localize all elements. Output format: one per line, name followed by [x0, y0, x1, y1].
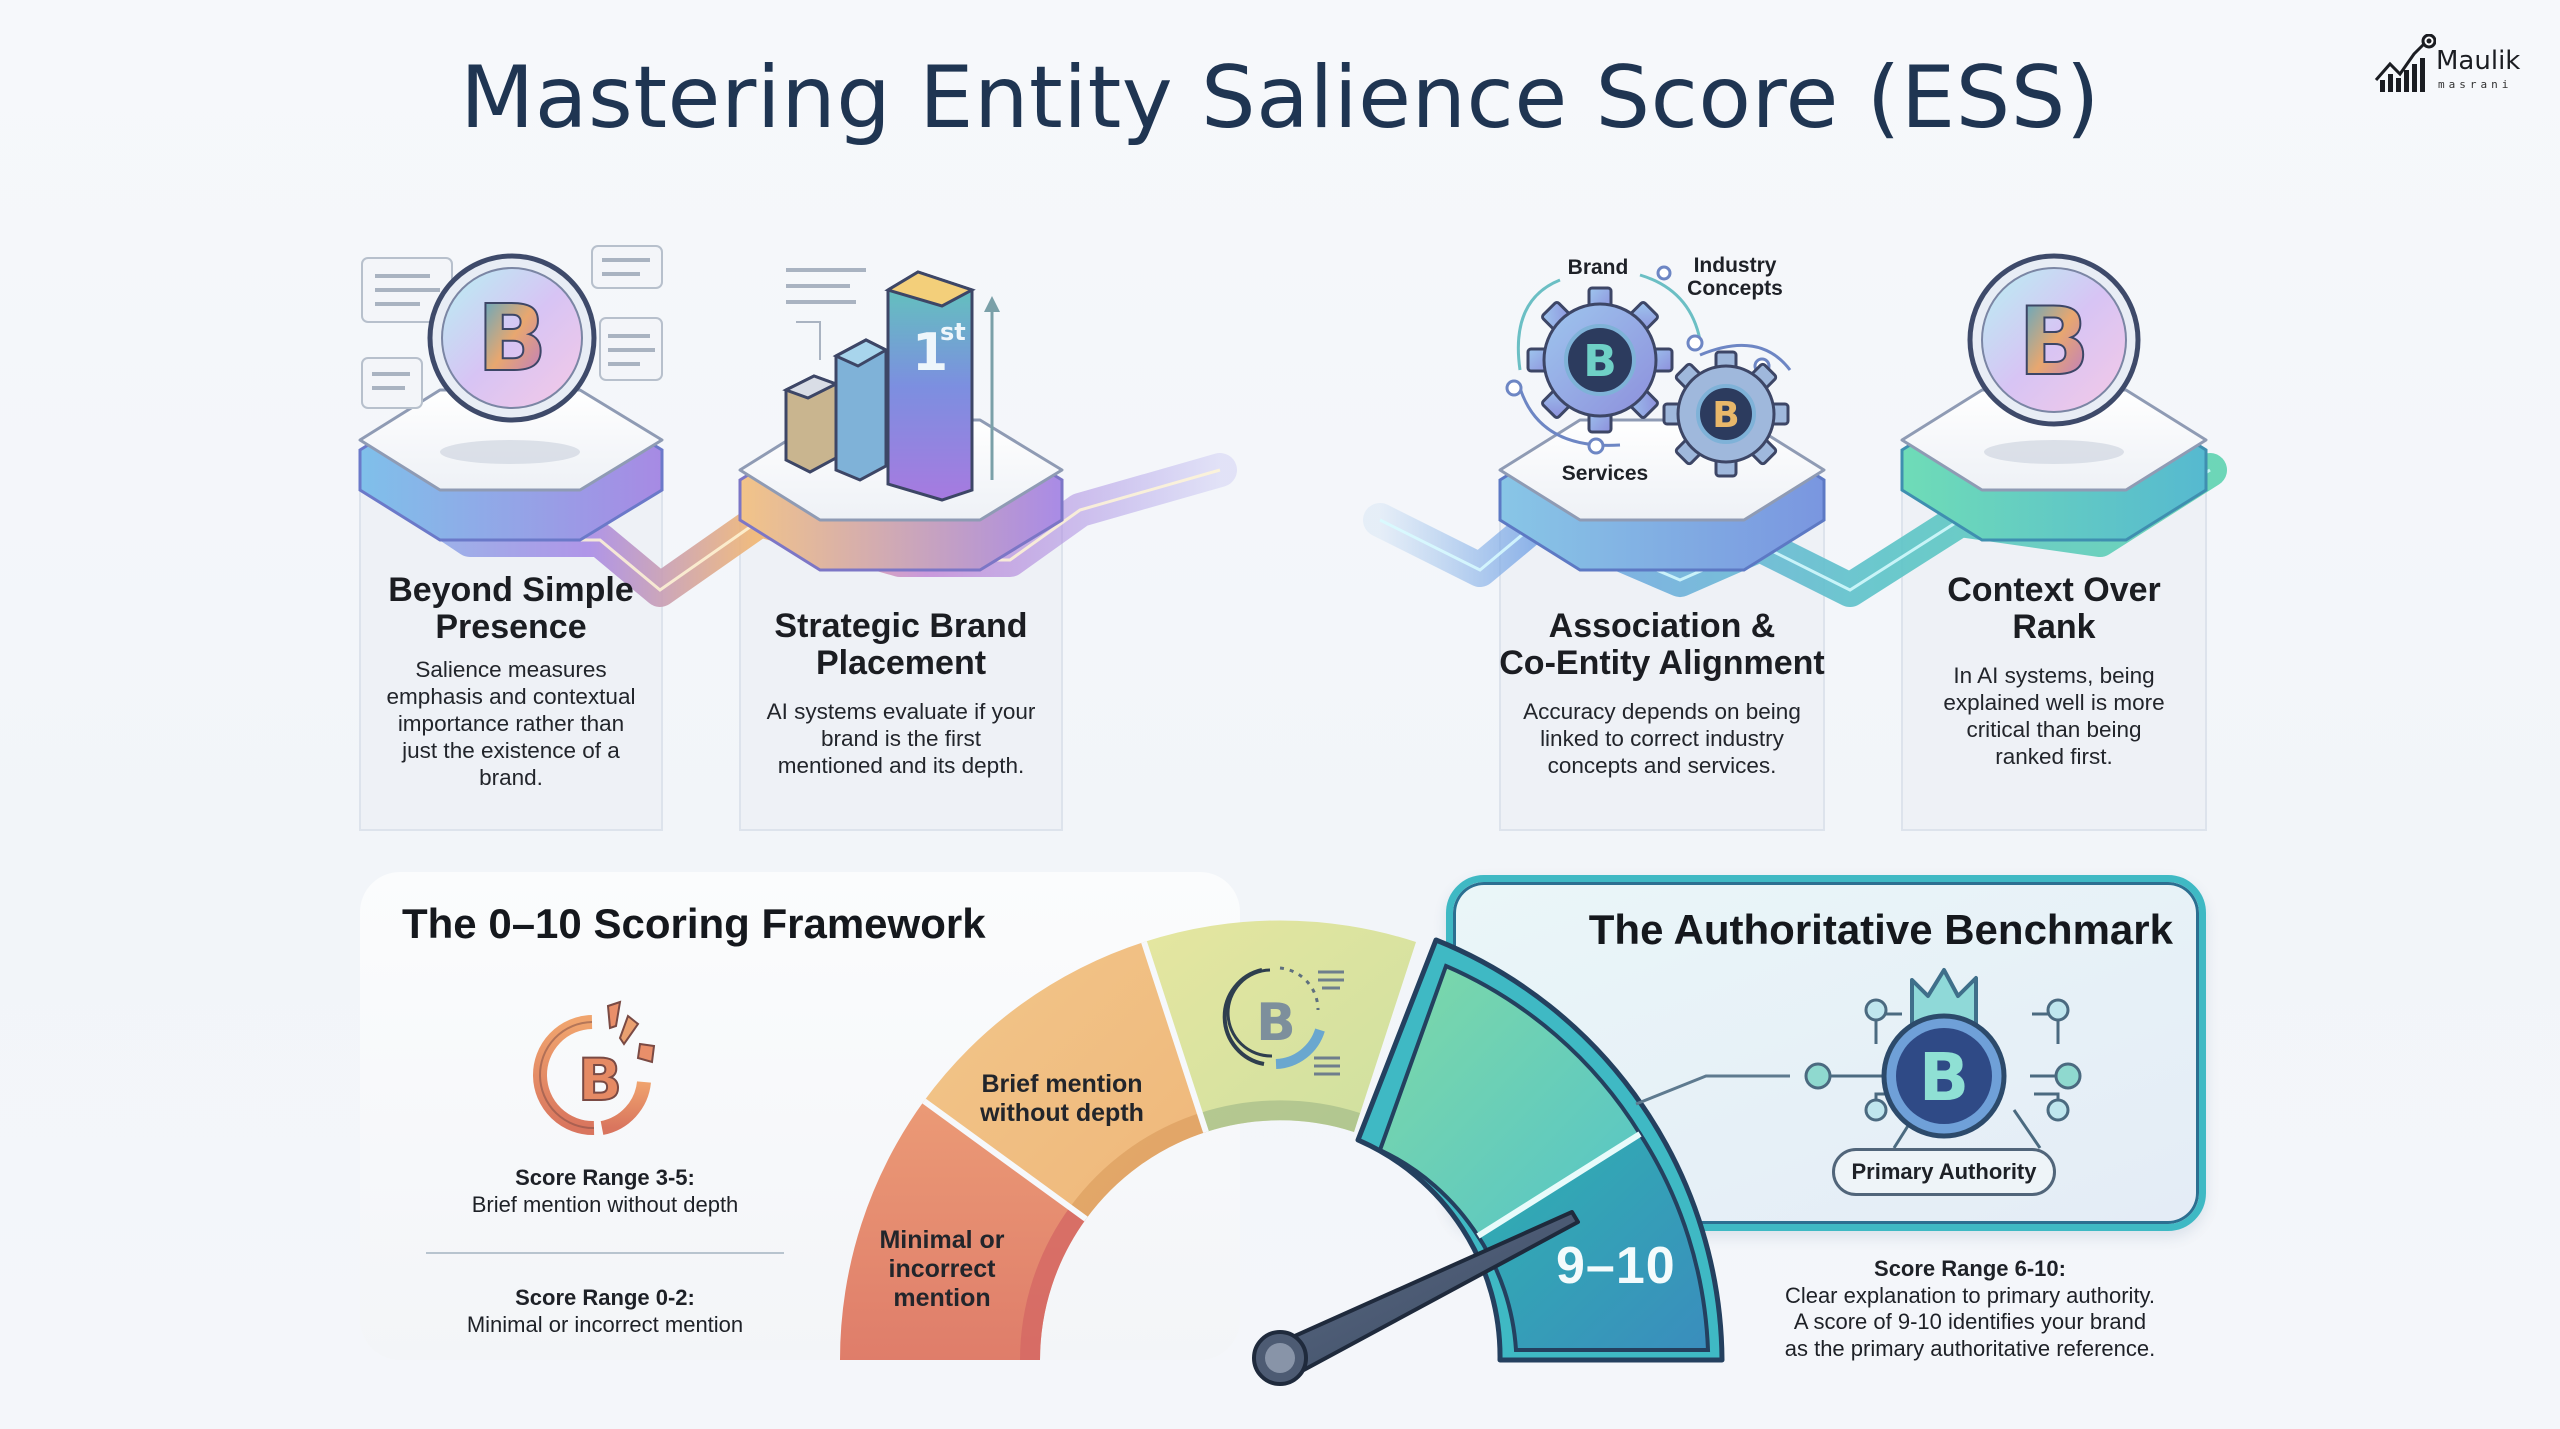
gauge-label-0-2-line1: Minimal or: [879, 1226, 1005, 1254]
pillar-4-body-line: In AI systems, being: [1953, 663, 2155, 688]
pillar-3-body-line: Accuracy depends on being: [1523, 699, 1801, 724]
svg-text:st: st: [940, 318, 966, 346]
brand-coin-icon: B: [361, 245, 663, 423]
svg-text:B: B: [1256, 993, 1296, 1053]
range-divider: [426, 1252, 784, 1254]
gauge-label-3-5-line1: Brief mention: [981, 1070, 1143, 1098]
pillar-1-body-line: just the existence of a: [402, 738, 620, 763]
gear-label-services: Services: [1561, 462, 1649, 485]
range-3-5-desc: Brief mention without depth: [471, 1192, 739, 1217]
pillar-3-heading-line1: Association &: [1548, 607, 1776, 645]
svg-text:B: B: [2018, 288, 2090, 397]
pillar-4-body: In AI systems, being explained well is m…: [1902, 662, 2206, 770]
authoritative-benchmark-card: The Authoritative Benchmark: [1446, 875, 2206, 1231]
benchmark-desc-line: Clear explanation to primary authority.: [1784, 1282, 2156, 1308]
gauge-label-3-5: Brief mention without depth: [952, 1070, 1172, 1128]
range-0-2: Score Range 0-2: Minimal or incorrect me…: [405, 1284, 805, 1338]
pillar-2-body-line: mentioned and its depth.: [777, 753, 1025, 778]
pillar-1-body-line: Salience measures: [415, 657, 607, 682]
pillar-3-body-line: linked to correct industry: [1540, 726, 1784, 751]
growth-chart-icon: [2374, 34, 2436, 92]
range-3-5-label: Score Range 3-5:: [515, 1165, 695, 1190]
gear-label-brand: Brand: [1567, 256, 1629, 279]
pillar-1-heading-line2: Presence: [435, 608, 587, 646]
primary-authority-badge: Primary Authority: [1832, 1148, 2056, 1196]
pillar-4-body-line: ranked first.: [1995, 744, 2113, 769]
pillar-4-body-line: explained well is more: [1943, 690, 2165, 715]
gear-label-industry: Industry Concepts: [1660, 254, 1810, 300]
gauge-label-0-2: Minimal or incorrect mention: [862, 1226, 1022, 1313]
pillar-1-body-line: brand.: [479, 765, 543, 790]
logo-name: Maulik: [2436, 46, 2521, 76]
benchmark-desc-line: as the primary authoritative reference.: [1784, 1335, 2156, 1361]
benchmark-title: The Authoritative Benchmark: [1588, 906, 2173, 953]
pillar-1-body-line: importance rather than: [397, 711, 625, 736]
pillar-4-heading: Context Over Rank: [1902, 572, 2206, 646]
benchmark-desc-line: A score of 9-10 identifies your brand: [1793, 1309, 2147, 1334]
pillar-3-body-line: concepts and services.: [1547, 753, 1777, 778]
partial-brand-icon: B: [1222, 966, 1344, 1076]
benchmark-description: Score Range 6-10: Clear explanation to p…: [1740, 1256, 2200, 1362]
gear-label-industry-line2: Concepts: [1687, 277, 1783, 300]
pillar-4-heading-line2: Rank: [2012, 608, 2096, 646]
pillar-2-body-line: AI systems evaluate if your: [766, 699, 1036, 724]
pillar-4-body-line: critical than being: [1966, 717, 2142, 742]
svg-text:B: B: [578, 1046, 622, 1114]
benchmark-desc-label: Score Range 6-10:: [1874, 1256, 2066, 1281]
gear-label-industry-line1: Industry: [1693, 254, 1777, 277]
framework-title: The 0–10 Scoring Framework: [402, 900, 986, 947]
gauge-label-0-2-line2: incorrect: [888, 1255, 996, 1283]
logo-subtitle: masrani: [2438, 78, 2513, 91]
platform-3: [1498, 418, 1826, 572]
range-0-2-label: Score Range 0-2:: [515, 1285, 695, 1310]
ranking-bars-icon: 1 st: [782, 268, 1000, 502]
gauge-label-0-2-line3: mention: [893, 1284, 991, 1312]
linked-gears-icon: B B: [1505, 265, 1792, 478]
pillar-4-heading-line1: Context Over: [1947, 571, 2161, 609]
brand-coin-icon: B: [1967, 253, 2141, 427]
pillar-1-body-line: emphasis and contextual: [386, 684, 636, 709]
brand-logo: Maulik masrani: [2374, 34, 2524, 98]
pillar-2-heading-line1: Strategic Brand: [774, 607, 1028, 645]
gauge-score-9-10: 9–10: [1556, 1237, 1676, 1295]
pillar-1-heading-line1: Beyond Simple: [388, 571, 634, 609]
svg-text:B: B: [477, 285, 547, 392]
range-0-2-desc: Minimal or incorrect mention: [466, 1312, 744, 1337]
svg-text:1: 1: [912, 323, 948, 383]
pillar-2-heading: Strategic Brand Placement: [740, 608, 1062, 682]
pillars-illustration: B 1 st: [358, 245, 2227, 831]
platform-1: [358, 388, 664, 542]
svg-text:B: B: [1583, 336, 1617, 387]
pillar-3-body: Accuracy depends on being linked to corr…: [1500, 698, 1824, 779]
range-3-5: Score Range 3-5: Brief mention without d…: [405, 1164, 805, 1218]
pillar-2-body-line: brand is the first: [820, 726, 982, 751]
pillar-1-body: Salience measures emphasis and contextua…: [360, 656, 662, 791]
page-title: Mastering Entity Salience Score (ESS): [460, 48, 2100, 148]
pillar-1-heading: Beyond Simple Presence: [360, 572, 662, 646]
gauge-label-3-5-line2: without depth: [980, 1099, 1144, 1127]
platform-4: [1900, 388, 2208, 542]
svg-text:B: B: [1712, 395, 1739, 436]
pillar-2-heading-line2: Placement: [815, 644, 987, 682]
gauge-needle: [1252, 1210, 1580, 1386]
broken-brand-icon: B: [533, 1000, 656, 1136]
pillar-3-heading-line2: Co-Entity Alignment: [1499, 644, 1825, 682]
pillar-2-body: AI systems evaluate if your brand is the…: [740, 698, 1062, 779]
pillar-3-heading: Association & Co-Entity Alignment: [1490, 608, 1834, 682]
